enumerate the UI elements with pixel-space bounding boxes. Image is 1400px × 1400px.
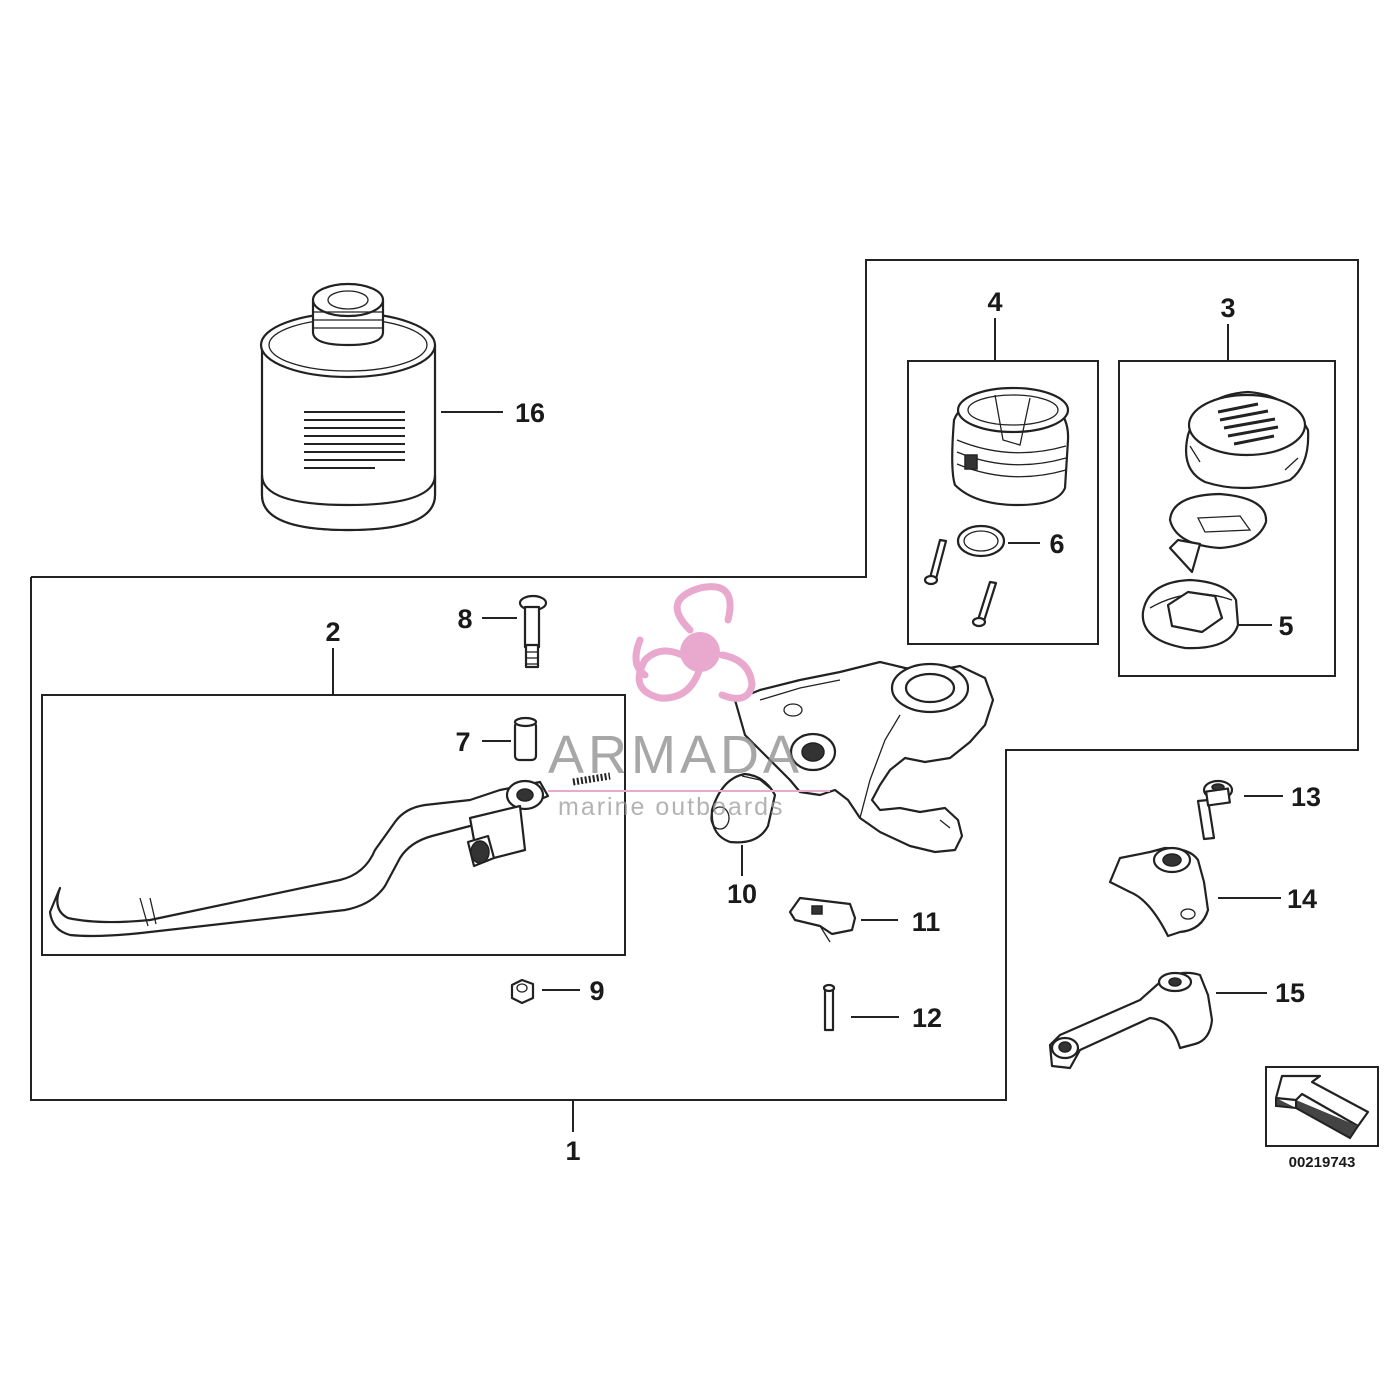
reservoir-insert-icon: [1141, 578, 1240, 650]
callout-13: 13: [1291, 782, 1321, 812]
armada-watermark: ARMADA marine outboards: [548, 583, 830, 821]
callout-11: 11: [912, 907, 941, 937]
callout-15: 15: [1275, 978, 1305, 1008]
callout-9: 9: [589, 976, 604, 1006]
group-1-outline: [30, 259, 1359, 1101]
seal-ring-icon: [956, 524, 1006, 558]
master-cylinder-icon: [733, 660, 995, 854]
callout-5: 5: [1278, 611, 1293, 641]
callout-1: 1: [565, 1136, 580, 1166]
brake-lever-icon: [48, 779, 550, 938]
bolt-icon: [1196, 779, 1234, 841]
reservoir-cap-icon: [1184, 390, 1310, 490]
pin-icon: [518, 594, 548, 669]
callout-6: 6: [1049, 529, 1064, 559]
callout-4: 4: [987, 287, 1002, 317]
group-4-outline: [907, 360, 1099, 645]
watermark-brand: ARMADA: [548, 725, 803, 785]
group-2-outline: [41, 694, 626, 956]
bush-icon: [513, 716, 538, 762]
screw-icon: [923, 538, 948, 586]
callout-16: 16: [515, 398, 545, 428]
callout-14: 14: [1287, 884, 1317, 914]
callout-8: 8: [457, 604, 472, 634]
orientation-arrow-icon: [1265, 1066, 1379, 1147]
callout-10: 10: [727, 879, 757, 909]
screw-icon: [822, 983, 836, 1032]
propeller-hub-icon: [680, 632, 720, 672]
callout-7: 7: [455, 727, 470, 757]
switch-icon: [788, 896, 857, 943]
clamp-icon: [1108, 846, 1210, 938]
propeller-icon: [632, 583, 756, 702]
diaphragm-icon: [1168, 492, 1268, 574]
diagram-reference-number: 00219743: [1289, 1154, 1356, 1171]
callout-12: 12: [912, 1003, 942, 1033]
clamp-bracket-icon: [1048, 971, 1214, 1070]
callout-2: 2: [325, 617, 340, 647]
nut-icon: [510, 978, 535, 1005]
screw-icon: [971, 580, 998, 628]
callout-3: 3: [1220, 293, 1235, 323]
oil-can-icon: [259, 282, 437, 532]
reservoir-icon: [951, 386, 1070, 507]
watermark-tagline: marine outboards: [558, 793, 785, 821]
